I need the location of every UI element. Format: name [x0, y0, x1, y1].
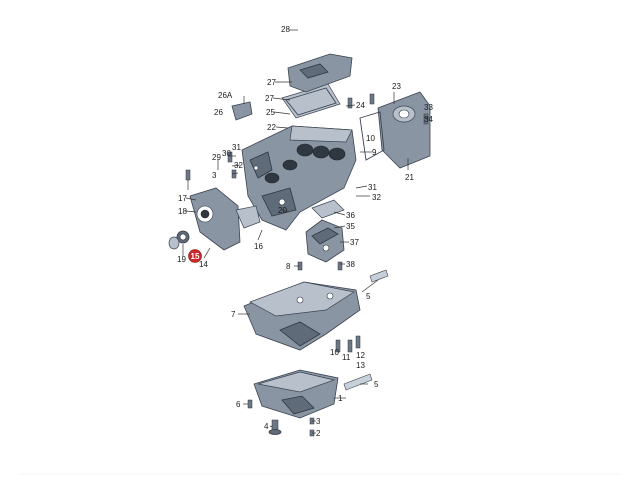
- callout-22[interactable]: 22: [267, 123, 276, 132]
- callout-32[interactable]: 31: [232, 143, 241, 152]
- callout-7[interactable]: 7: [231, 310, 236, 319]
- parts-artwork: [168, 53, 431, 437]
- callout-33[interactable]: 32: [372, 193, 381, 202]
- callout-38[interactable]: 37: [350, 238, 359, 247]
- callout-10b[interactable]: 10: [330, 348, 339, 357]
- callout-25[interactable]: 25: [266, 108, 275, 117]
- highlight-marker: [188, 249, 202, 263]
- callout-26a[interactable]: 26A: [218, 91, 233, 100]
- callout-9[interactable]: 9: [372, 148, 377, 157]
- engine-block: [241, 125, 357, 231]
- callout-31[interactable]: 30: [222, 149, 231, 158]
- callout-23[interactable]: 23: [392, 82, 401, 91]
- sealant-tube-lower-5: [343, 373, 373, 391]
- callout-20[interactable]: 20: [278, 206, 287, 215]
- callout-6[interactable]: 6: [236, 400, 241, 409]
- callout-35[interactable]: 34: [424, 115, 433, 124]
- callout-21[interactable]: 21: [405, 173, 414, 182]
- callout-8[interactable]: 8: [286, 262, 291, 271]
- callout-17[interactable]: 17: [178, 194, 187, 203]
- callout-28[interactable]: 27: [267, 78, 276, 87]
- callouts: 28 27 26A 26A 26A 27 26 25 22 23 24 33 3…: [177, 25, 433, 438]
- callout-16[interactable]: 16: [254, 242, 263, 251]
- callout-24[interactable]: 24: [356, 101, 365, 110]
- callout-29[interactable]: 28: [281, 25, 290, 34]
- callout-14[interactable]: 14: [199, 260, 208, 269]
- callout-18[interactable]: 18: [178, 207, 187, 216]
- callout-3b[interactable]: 3: [316, 417, 321, 426]
- callout-3[interactable]: 3: [212, 171, 217, 180]
- callout-26[interactable]: 26: [214, 108, 223, 117]
- timing-cover-21: [359, 91, 431, 169]
- callout-39[interactable]: 38: [346, 260, 355, 269]
- callout-33b[interactable]: 32: [234, 161, 243, 170]
- callout-12[interactable]: 12: [356, 351, 365, 360]
- highlighted-callout-15[interactable]: 15: [188, 249, 202, 263]
- callout-13[interactable]: 13: [356, 361, 365, 370]
- sealant-tube-upper-5: [369, 269, 389, 283]
- upper-oil-pan-7: [243, 281, 361, 351]
- callout-37[interactable]: 36: [346, 211, 355, 220]
- callout-11[interactable]: 11: [342, 353, 351, 362]
- callout-30[interactable]: 29: [212, 153, 221, 162]
- highlighted-callout-label: 15: [191, 252, 200, 261]
- callout-2[interactable]: 2: [316, 429, 321, 438]
- callout-27-text[interactable]: 27: [265, 94, 274, 103]
- callout-19[interactable]: 19: [177, 255, 186, 264]
- leader-lines: [182, 29, 430, 434]
- callout-5-lower[interactable]: 5: [374, 380, 379, 389]
- drain-plug-4: [271, 419, 279, 431]
- callout-10[interactable]: 10: [366, 134, 375, 143]
- callout-1[interactable]: 1: [338, 394, 343, 403]
- callout-32b[interactable]: 31: [368, 183, 377, 192]
- callout-4[interactable]: 4: [264, 422, 269, 431]
- callout-36[interactable]: 35: [346, 222, 355, 231]
- oil-pump-38: [305, 219, 345, 263]
- callout-34[interactable]: 33: [424, 103, 433, 112]
- callout-5-upper[interactable]: 5: [366, 292, 371, 301]
- baffle-37: [311, 199, 345, 219]
- bracket-26: [231, 101, 253, 121]
- lower-oil-pan-1: [253, 369, 339, 419]
- front-cover-assembly: [168, 169, 261, 251]
